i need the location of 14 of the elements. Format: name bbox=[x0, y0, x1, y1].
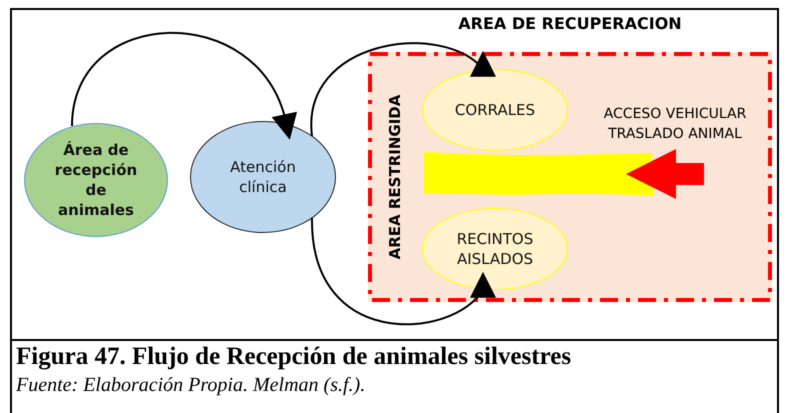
area-heading: AREA DE RECUPERACION bbox=[457, 14, 683, 33]
curved-arrow bbox=[311, 218, 496, 326]
curved-arrow bbox=[71, 32, 296, 140]
node-label: CORRALES bbox=[454, 100, 536, 120]
figure-caption: Figura 47. Flujo de Recepción de animales silvestres bbox=[16, 343, 572, 371]
block-arrow bbox=[626, 149, 704, 199]
vertical-area-label: AREA RESTRINGIDA bbox=[386, 94, 404, 260]
node-label: Área de recepción de animales bbox=[54, 140, 138, 220]
source-note: Fuente: Elaboración Propia. Melman (s.f.). bbox=[16, 374, 366, 397]
curved-arrow bbox=[311, 42, 496, 136]
access-label: ACCESO VEHICULAR TRASLADO ANIMAL bbox=[602, 105, 748, 144]
vehicle-lane-band bbox=[424, 152, 654, 196]
node-label: Atención clínica bbox=[229, 156, 297, 198]
node-label: RECINTOS AISLADOS bbox=[456, 228, 534, 270]
